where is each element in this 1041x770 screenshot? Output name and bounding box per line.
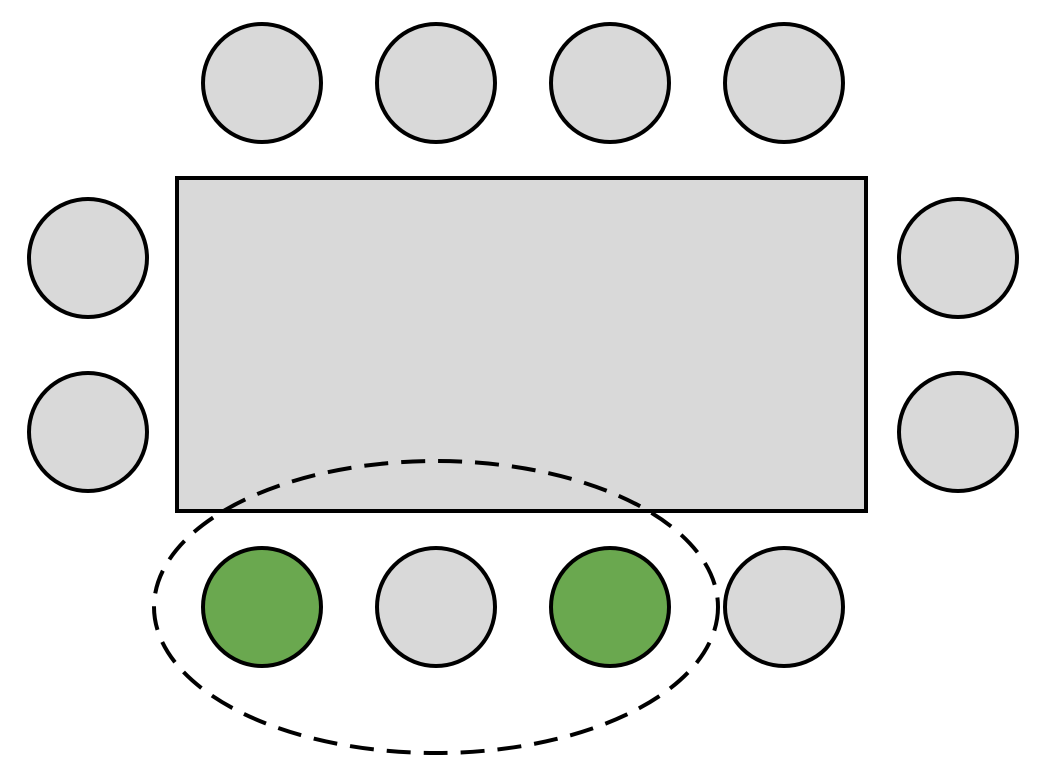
seat-bottom-4 [723,546,845,668]
seat-bottom-3-highlighted [549,546,671,668]
seat-left-2 [27,371,149,493]
seats-group [27,22,1019,668]
seat-right-2 [897,371,1019,493]
table [175,176,868,513]
seat-top-4 [723,22,845,144]
seat-left-1 [27,197,149,319]
seat-bottom-2 [375,546,497,668]
seat-top-1 [201,22,323,144]
seat-top-3 [549,22,671,144]
selection-outline [152,459,720,755]
seat-right-1 [897,197,1019,319]
seat-top-2 [375,22,497,144]
seat-bottom-1-highlighted [201,546,323,668]
